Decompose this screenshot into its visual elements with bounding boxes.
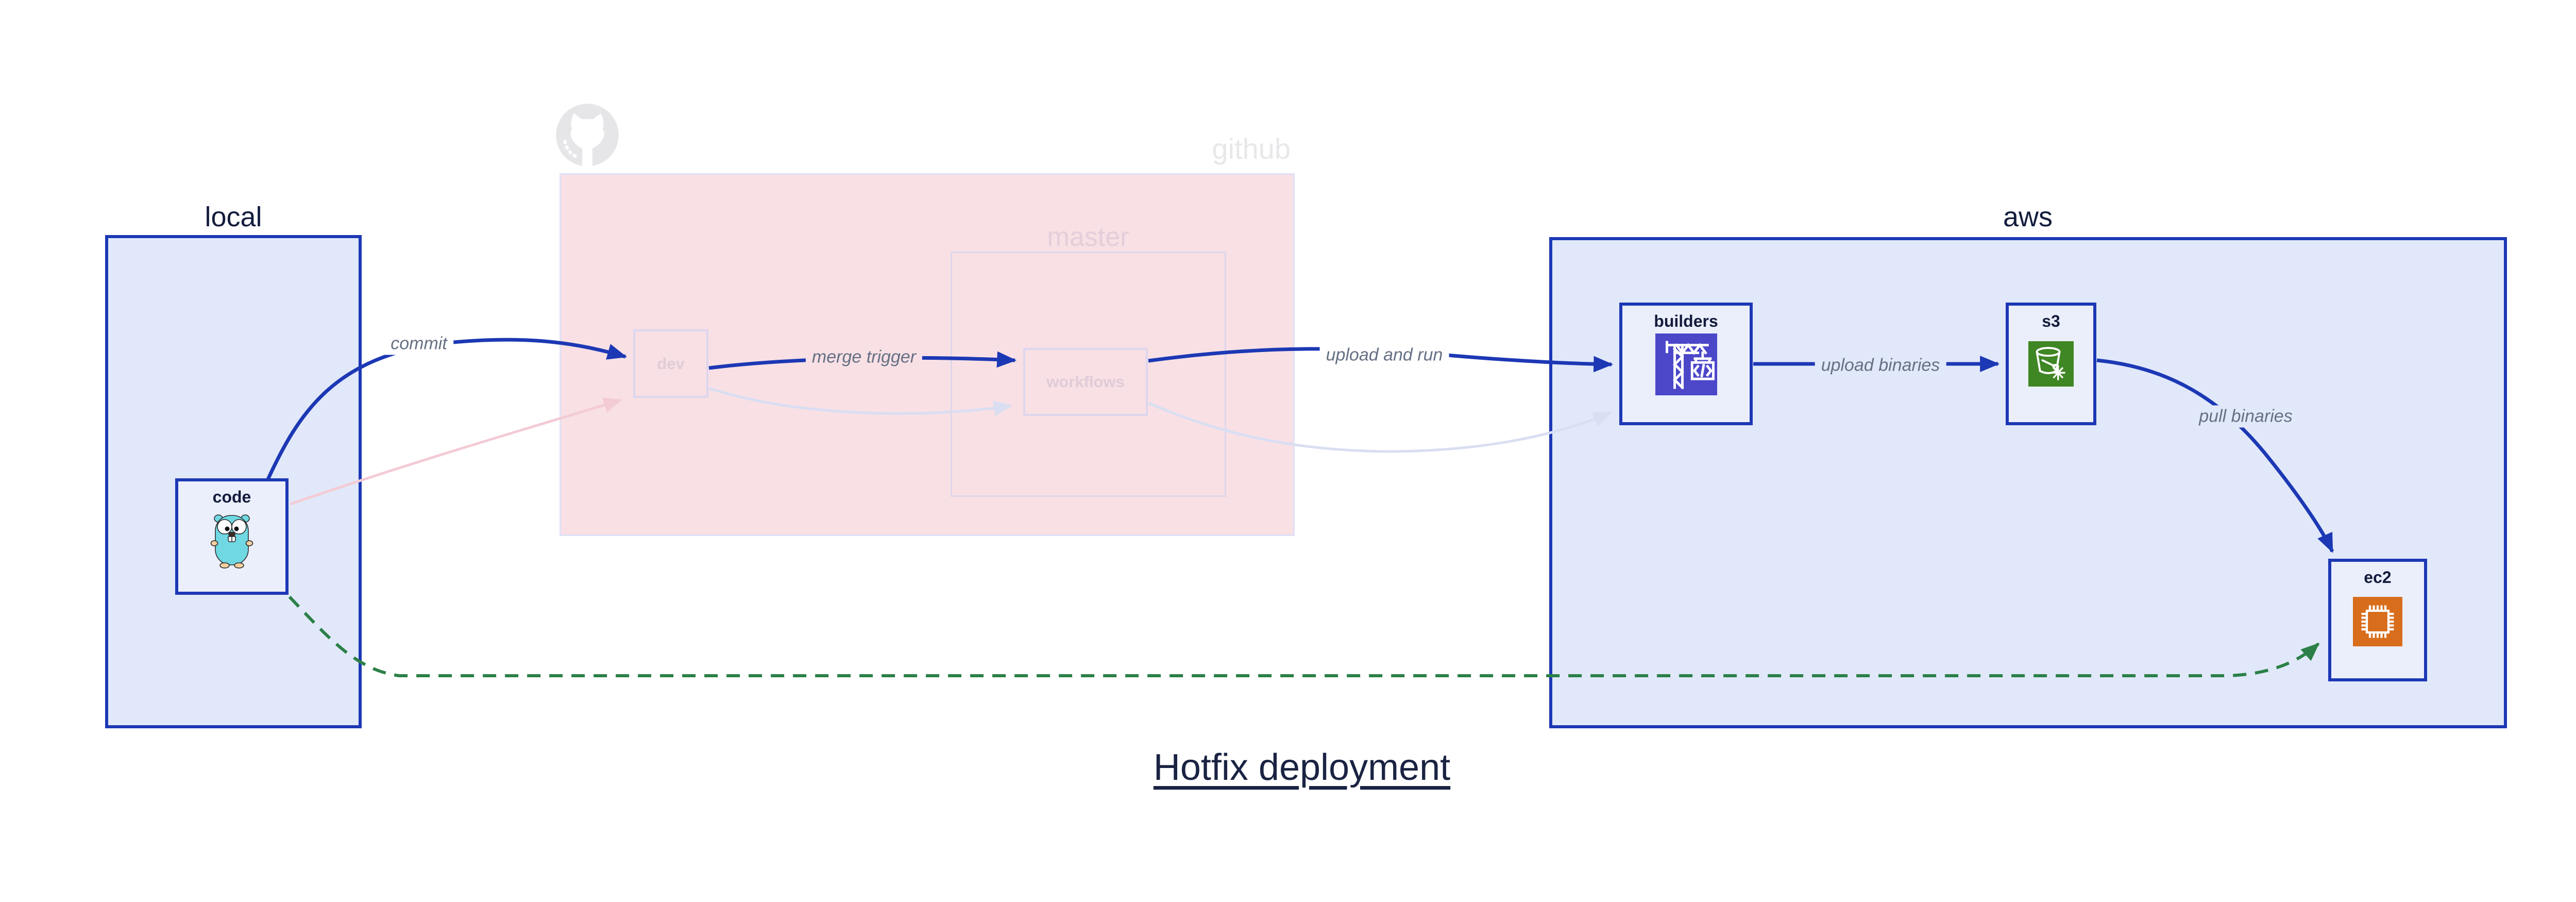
s3-node-label: s3 xyxy=(2042,312,2060,330)
github-label: github xyxy=(1212,132,1291,165)
upload-and-run-edge-label: upload and run xyxy=(1319,344,1449,366)
builders-node-label: builders xyxy=(1654,312,1718,330)
octocat-icon xyxy=(556,104,619,167)
ec2-node-label: ec2 xyxy=(2364,568,2392,587)
workflows-node: workflows xyxy=(1023,348,1148,416)
aws-label: aws xyxy=(2003,202,2053,232)
codebuild-crane-icon xyxy=(1655,333,1717,395)
s3-node: s3 xyxy=(2006,303,2096,425)
local-label: local xyxy=(205,202,262,232)
diagram-title: Hotfix deployment xyxy=(1153,747,1451,788)
dev-node: dev xyxy=(633,329,708,398)
builders-node: builders xyxy=(1619,303,1753,425)
go-gopher-icon xyxy=(210,514,253,569)
dev-node-label: dev xyxy=(657,354,685,373)
ec2-node: ec2 xyxy=(2328,559,2427,681)
master-container xyxy=(951,252,1226,497)
workflows-node-label: workflows xyxy=(1046,373,1125,391)
upload-binaries-edge-label: upload binaries xyxy=(1815,354,1946,377)
code-node-label: code xyxy=(212,488,251,506)
pull-binaries-edge-label: pull binaries xyxy=(2193,405,2299,428)
code-node: code xyxy=(175,478,289,595)
commit-edge-label: commit xyxy=(384,332,453,355)
ec2-chip-icon xyxy=(2353,597,2402,646)
s3-glacier-bucket-icon xyxy=(2028,341,2074,387)
master-label: master xyxy=(1047,222,1129,252)
merge-trigger-edge-label: merge trigger xyxy=(805,346,923,369)
